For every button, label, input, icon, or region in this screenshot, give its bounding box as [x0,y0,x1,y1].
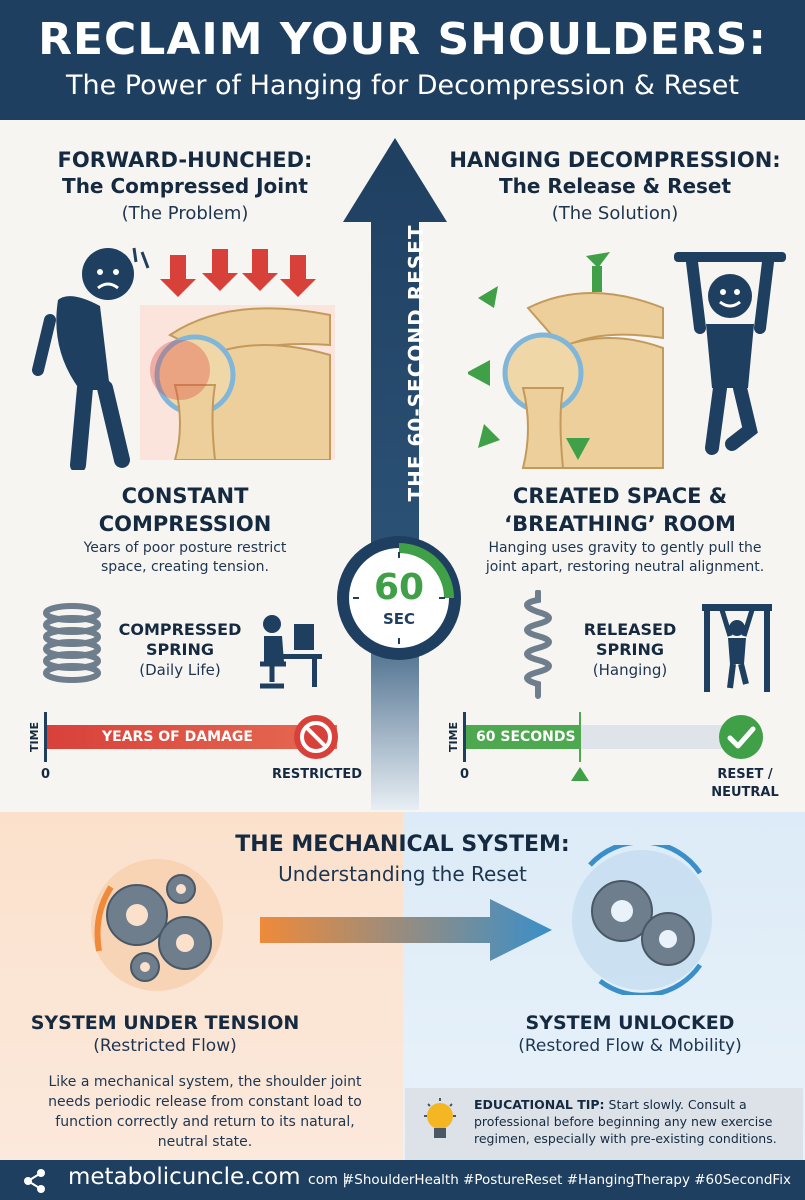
right-spring-label: RELEASED [583,620,677,639]
right-time-end-2: NEUTRAL [711,785,779,800]
left-title-2: The Compressed Joint [62,174,308,198]
right-description-2: joint apart, restoring neutral alignment… [485,559,765,575]
page-title: RECLAIM YOUR SHOULDERS: [38,14,767,65]
desk-worker-icon [260,615,322,689]
mechanical-title: THE MECHANICAL SYSTEM: [235,832,570,857]
tension-heading: SYSTEM UNDER TENSION [30,1012,300,1034]
header-banner: RECLAIM YOUR SHOULDERS: The Power of Han… [0,0,805,120]
spring-icon [524,590,552,699]
right-spring-sub: (Hanging) [592,661,668,679]
right-marker-line [579,712,581,762]
right-spring-label-2: SPRING [595,640,665,659]
down-arrow-icon [160,249,316,297]
hanging-person-figure [674,252,786,455]
right-time-axis-line [463,712,466,762]
gear-icon [91,859,223,991]
share-icon[interactable] [22,1168,48,1194]
spring-icon [43,603,101,683]
right-bar-text: 60 SECONDS [476,729,576,745]
right-description: Hanging uses gravity to gently pull the [488,540,762,556]
left-time-axis-line [44,712,47,762]
timer-value: 60 [373,567,425,608]
tip-text: EDUCATIONAL TIP: Start slowly. Consult a… [474,1097,777,1146]
right-title-2: The Release & Reset [498,174,732,198]
right-section-heading: CREATED SPACE & [512,484,728,508]
compressed-shoulder-joint [140,249,335,460]
left-bar-text: YEARS OF DAMAGE [102,729,253,745]
tension-panel [0,812,403,1160]
footer-hashtags-prefix: com | [308,1172,348,1188]
marker-triangle-icon [571,767,589,781]
center-arrow [343,138,447,810]
hunched-person-figure [32,247,150,470]
left-section-heading-2: COMPRESSION [98,512,272,536]
footer-hashtags: #ShoulderHealth #PostureReset #HangingTh… [343,1172,791,1188]
educational-tip [405,1088,803,1160]
mechanical-subtitle: Understanding the Reset [278,862,527,886]
checkmark-icon [719,715,763,759]
left-description: Years of poor posture restrict [83,540,287,556]
lightbulb-icon [424,1098,456,1138]
right-title: HANGING DECOMPRESSION: [449,148,781,172]
reset-arrow-label: THE 60-SECOND RESET [404,224,428,502]
left-timeline-bar [47,725,337,749]
right-time-axis: TIME [447,721,460,752]
tension-sub: (Restricted Flow) [93,1036,237,1056]
left-spring-label: COMPRESSED [118,620,242,639]
right-timeline-bar [466,725,579,749]
hanging-person-icon [702,604,772,692]
decompressed-shoulder-joint [468,252,664,469]
expand-arrow-icon [468,252,610,460]
right-time-end: RESET / [717,767,773,782]
gear-icon [572,845,712,995]
tip-label: EDUCATIONAL TIP: [474,1097,605,1112]
left-time-axis: TIME [28,721,41,752]
left-title: FORWARD-HUNCHED: [57,148,313,172]
left-description-2: space, creating tension. [101,559,269,575]
unlocked-sub: (Restored Flow & Mobility) [518,1036,742,1056]
unlocked-heading: SYSTEM UNLOCKED [525,1012,735,1034]
sad-face-icon [97,269,119,290]
left-subtitle: (The Problem) [121,203,249,224]
no-entry-icon [294,715,338,759]
left-section-heading: CONSTANT [121,484,249,508]
footer-brand[interactable]: metabolicuncle.com [68,1164,301,1190]
mechanical-body: Like a mechanical system, the shoulder j… [48,1074,362,1150]
happy-face-icon [719,289,741,308]
timer-unit: SEC [382,610,416,628]
right-time-start: 0 [460,767,470,782]
page-subtitle: The Power of Hanging for Decompression &… [66,70,739,101]
left-spring-sub: (Daily Life) [139,661,221,679]
left-spring-label-2: SPRING [145,640,215,659]
footer-bar [0,1160,805,1200]
left-time-start: 0 [41,767,51,782]
flow-arrow [260,899,552,961]
right-subtitle: (The Solution) [551,203,679,224]
left-time-end: RESTRICTED [272,767,363,782]
stopwatch-icon [337,536,461,660]
right-section-heading-2: ‘BREATHING’ ROOM [504,512,736,536]
